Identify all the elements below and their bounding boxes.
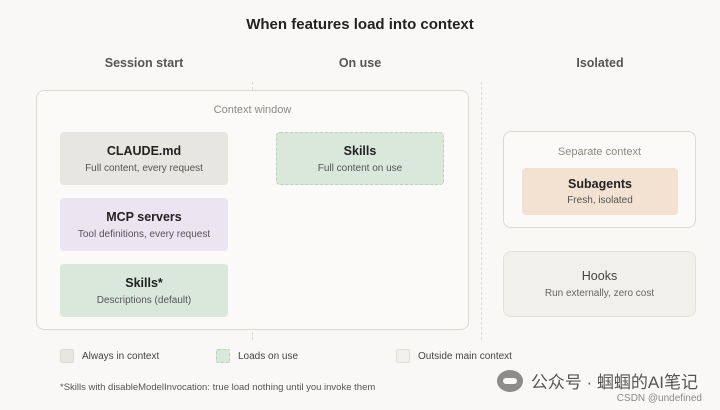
card-subtitle: Descriptions (default): [96, 294, 192, 306]
card-subtitle: Full content on use: [317, 162, 403, 174]
card-subtitle: Run externally, zero cost: [544, 288, 655, 299]
card-title: CLAUDE.md: [106, 143, 182, 158]
card-title: Hooks: [581, 269, 618, 283]
legend-item-outside-main-context: Outside main context: [396, 349, 512, 363]
csdn-watermark: CSDN @undefined: [616, 393, 702, 404]
footnote: *Skills with disableModelInvocation: tru…: [60, 382, 376, 393]
card-subtitle: Fresh, isolated: [567, 195, 633, 206]
legend-label: Always in context: [82, 350, 160, 362]
legend-label: Loads on use: [238, 350, 299, 362]
legend-swatch-green: [216, 349, 230, 363]
hooks-card: Hooks Run externally, zero cost: [503, 251, 696, 317]
watermark-text: 公众号 · 蝈蝈的AI笔记: [530, 373, 698, 392]
skills-full-content-card: Skills Full content on use: [276, 132, 444, 185]
card-title: Subagents: [568, 177, 632, 191]
card-subtitle: Tool definitions, every request: [77, 228, 211, 240]
subagents-card: Subagents Fresh, isolated: [522, 168, 678, 215]
mcp-servers-card: MCP servers Tool definitions, every requ…: [60, 198, 228, 251]
legend-swatch-pale: [396, 349, 410, 363]
legend-item-loads-on-use: Loads on use: [216, 349, 298, 363]
card-subtitle: Full content, every request: [85, 162, 203, 174]
context-window-label: Context window: [213, 104, 292, 116]
separate-context-label: Separate context: [557, 146, 642, 158]
card-title: Skills: [343, 143, 377, 158]
legend-item-always-in-context: Always in context: [60, 349, 159, 363]
column-header-isolated: Isolated: [576, 56, 624, 70]
watermark: 公众号 · 蝈蝈的AI笔记: [496, 368, 698, 393]
card-title: Skills*: [125, 275, 163, 290]
column-header-on-use: On use: [338, 56, 382, 70]
column-divider-isolated: [481, 82, 482, 340]
legend-label: Outside main context: [418, 350, 512, 362]
skills-descriptions-card: Skills* Descriptions (default): [60, 264, 228, 317]
legend-swatch-gray: [60, 349, 74, 363]
column-header-session-start: Session start: [104, 56, 184, 70]
card-title: MCP servers: [106, 209, 182, 224]
claude-md-card: CLAUDE.md Full content, every request: [60, 132, 228, 185]
wechat-icon: [496, 369, 523, 392]
diagram-title: When features load into context: [246, 16, 474, 33]
